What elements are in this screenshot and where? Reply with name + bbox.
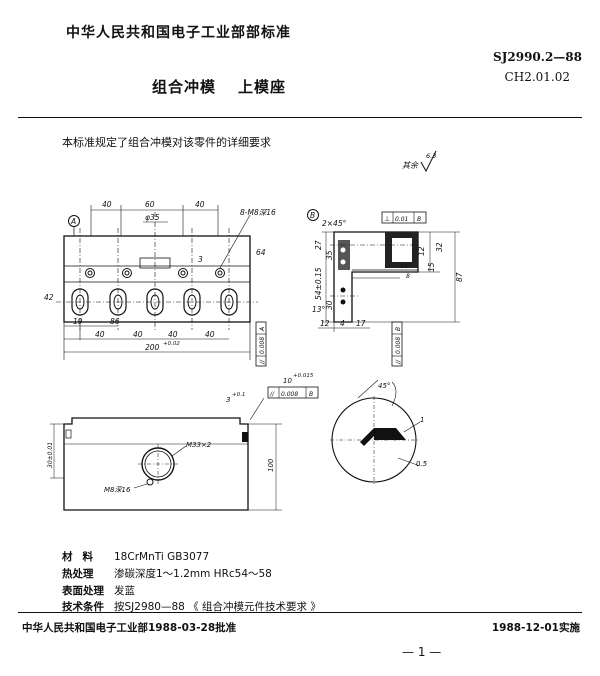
effective-date: 1988-12-01实施 — [491, 622, 580, 634]
spec-material-value: 18CrMnTi GB3077 — [114, 551, 210, 563]
spec-technical-conditions: 技术条件按SJ2980—88 《 组合冲模元件技术要求 》 — [62, 599, 321, 614]
thread-callout-m8-lower: M8深16 — [104, 486, 131, 494]
dim-64: 64 — [256, 248, 266, 257]
thread-callout-m33: M33×2 — [186, 441, 212, 449]
dim-32: 32 — [435, 242, 444, 252]
dim-87: 87 — [455, 272, 464, 282]
roughness-label: 其余 — [402, 161, 419, 170]
dim-200-tolerance: +0.02 — [163, 341, 180, 347]
title-main: 组合冲模 — [152, 78, 217, 96]
spec-material: 材料 18CrMnTi GB3077 — [62, 549, 209, 564]
dim-13deg: 13° — [312, 305, 326, 314]
dim-45deg: 45° — [400, 263, 411, 270]
dim-30-side: 30 — [325, 300, 334, 310]
tol-b-value: 0.01 — [395, 216, 408, 223]
approval-statement: 中华人民共和国电子工业部1988-03-28批准 — [22, 622, 237, 634]
tol-d-ref: B — [309, 391, 313, 398]
dim-12: 12 — [417, 246, 426, 256]
dim-35-side: 35 — [325, 250, 334, 260]
datum-a-label: A — [70, 217, 76, 226]
detail-angle-45: 45° — [378, 382, 390, 390]
spec-technical-conditions-label: 技术条件 — [62, 601, 104, 613]
datum-b-label: B — [310, 211, 315, 220]
dim-86: 86 — [110, 317, 120, 326]
title-sub: 上模座 — [238, 78, 287, 96]
chamfer-2x45: 2×45° — [322, 219, 347, 228]
dim-3: 3 — [198, 255, 203, 264]
dim-40-top-left: 40 — [102, 200, 112, 209]
roughness-symbol: 其余 6.3 — [402, 150, 437, 173]
spec-heat-treatment-label: 热处理 — [62, 568, 94, 580]
dim-40-4: 40 — [205, 330, 215, 339]
tol-d-value: 0.008 — [281, 391, 298, 398]
detail-dim-05: 0.5 — [416, 460, 428, 468]
tol-d-symbol: // — [269, 391, 275, 398]
dim-10-tolerance: +0.015 — [293, 373, 314, 379]
thread-callout-m8: 8-M8深16 — [240, 208, 276, 217]
tol-a-value: 0.008 — [259, 337, 266, 354]
part-code: CH2.01.02 — [504, 70, 570, 84]
dim-27: 27 — [314, 240, 323, 250]
detail-dim-1: 1 — [420, 416, 424, 424]
side-section-view: B 2×45° ⊥ 0.01 B 32 12 15 87 45° 8 — [307, 209, 464, 367]
dim-12-bottom: 12 — [320, 319, 330, 328]
engineering-drawing: 其余 6.3 40 — [44, 150, 464, 511]
dim-60-top: 60 — [145, 200, 155, 209]
lower-view: 10 +0.015 3 +0.1 // 0.008 B M33×2 M8深16 … — [47, 373, 319, 511]
dim-40-2: 40 — [133, 330, 143, 339]
spec-surface-treatment-label: 表面处理 — [62, 585, 104, 597]
issuing-organization: 中华人民共和国电子工业部部标准 — [66, 25, 291, 41]
tol-c-value: 0.008 — [395, 337, 402, 354]
dim-8: 8 — [406, 273, 410, 280]
dim-200: 200 — [145, 343, 160, 352]
spec-surface-treatment-value: 发蓝 — [114, 585, 135, 597]
dim-phi35: φ35 — [145, 213, 160, 222]
tol-a-symbol: // — [259, 359, 266, 365]
standard-code: SJ2990.2—88 — [493, 50, 582, 64]
document-title: 组合冲模 上模座 — [152, 76, 286, 97]
detail-view: 45° 1 0.5 — [330, 379, 428, 484]
dim-30-left: 30±0.01 — [47, 442, 54, 468]
dim-40-top-right: 40 — [195, 200, 205, 209]
dim-10: 10 — [283, 377, 292, 385]
tol-b-symbol: ⊥ — [384, 215, 390, 223]
footer-rule — [18, 612, 582, 613]
dim-100: 100 — [267, 458, 275, 472]
tol-c-symbol: // — [395, 359, 402, 365]
dim-40-1: 40 — [95, 330, 105, 339]
front-view: 40 60 40 φ35 A 8-M8深16 64 3 42 19 86 40 … — [44, 200, 276, 367]
dim-17: 17 — [356, 319, 366, 328]
dim-42: 42 — [44, 293, 54, 302]
header-rule — [18, 117, 582, 118]
dim-15: 15 — [427, 262, 436, 272]
dim-4: 4 — [340, 319, 345, 328]
tol-b-ref: B — [417, 216, 421, 223]
spec-heat-treatment-value: 渗碳深度1～1.2mm HRc54～58 — [114, 568, 272, 580]
dim-3-tolerance: +0.1 — [232, 392, 245, 398]
dim-54: 54±0.15 — [314, 267, 323, 300]
spec-technical-conditions-value: 按SJ2980—88 《 组合冲模元件技术要求 》 — [114, 601, 321, 613]
roughness-value: 6.3 — [426, 152, 436, 160]
dim-40-3: 40 — [168, 330, 178, 339]
intro-text: 本标准规定了组合冲模对该零件的详细要求 — [62, 136, 271, 149]
dim-3-lower: 3 — [226, 396, 230, 404]
spec-material-label: 材料 — [62, 551, 103, 563]
tol-a-ref: A — [259, 327, 266, 332]
spec-heat-treatment: 热处理 渗碳深度1～1.2mm HRc54～58 — [62, 566, 272, 581]
tol-c-ref: B — [395, 327, 402, 331]
dim-19: 19 — [73, 317, 83, 326]
spec-surface-treatment: 表面处理发蓝 — [62, 583, 135, 598]
page-number: — 1 — — [402, 645, 442, 659]
